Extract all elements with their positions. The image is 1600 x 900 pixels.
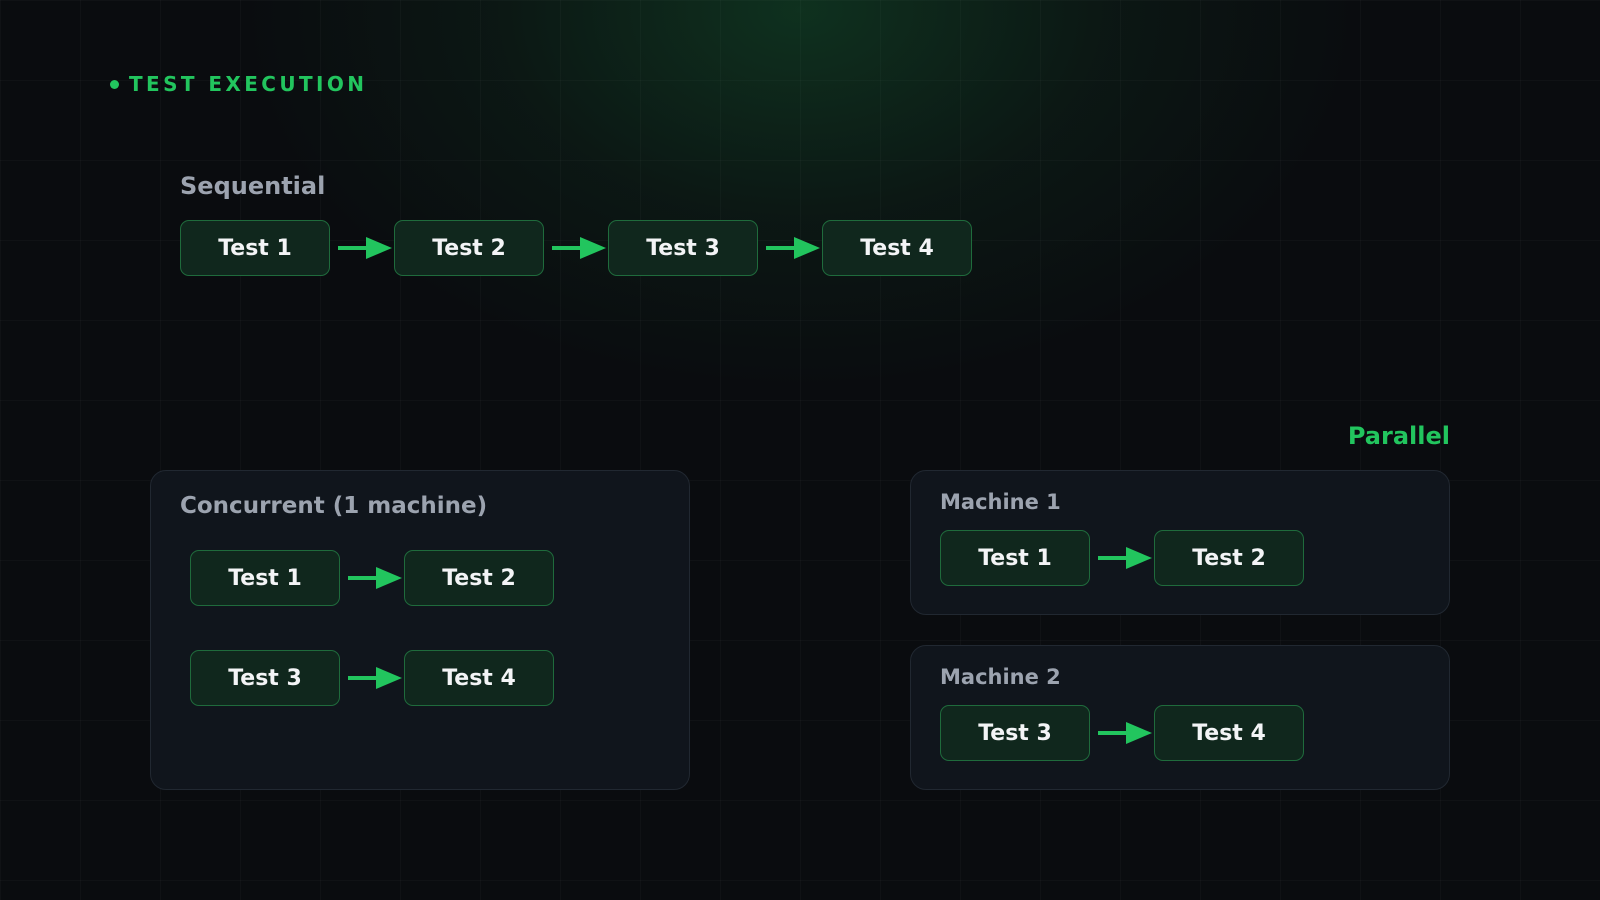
sequential-label: Sequential xyxy=(180,172,326,200)
sequential-test-node: Test 1 xyxy=(180,220,330,276)
parallel-label: Parallel xyxy=(1347,422,1450,450)
concurrent-test-node: Test 1 xyxy=(190,550,340,606)
machine-2-label: Machine 2 xyxy=(940,665,1061,689)
arrow-right-icon xyxy=(338,237,392,259)
concurrent-panel xyxy=(150,470,690,790)
concurrent-test-node: Test 4 xyxy=(404,650,554,706)
concurrent-label: Concurrent (1 machine) xyxy=(180,493,488,519)
eyebrow-text: TEST EXECUTION xyxy=(129,72,368,96)
arrow-right-icon xyxy=(552,237,606,259)
arrow-right-icon xyxy=(766,237,820,259)
arrow-right-icon xyxy=(1098,722,1152,744)
concurrent-test-node: Test 3 xyxy=(190,650,340,706)
arrow-right-icon xyxy=(1098,547,1152,569)
sequential-test-node: Test 3 xyxy=(608,220,758,276)
machine-2-test-node: Test 3 xyxy=(940,705,1090,761)
concurrent-test-node: Test 2 xyxy=(404,550,554,606)
machine-1-test-node: Test 1 xyxy=(940,530,1090,586)
status-dot-icon xyxy=(110,79,119,89)
arrow-right-icon xyxy=(348,567,402,589)
sequential-test-node: Test 2 xyxy=(394,220,544,276)
section-eyebrow: TEST EXECUTION xyxy=(110,70,367,98)
arrow-right-icon xyxy=(348,667,402,689)
machine-2-test-node: Test 4 xyxy=(1154,705,1304,761)
sequential-test-node: Test 4 xyxy=(822,220,972,276)
machine-1-label: Machine 1 xyxy=(940,490,1061,514)
machine-1-test-node: Test 2 xyxy=(1154,530,1304,586)
